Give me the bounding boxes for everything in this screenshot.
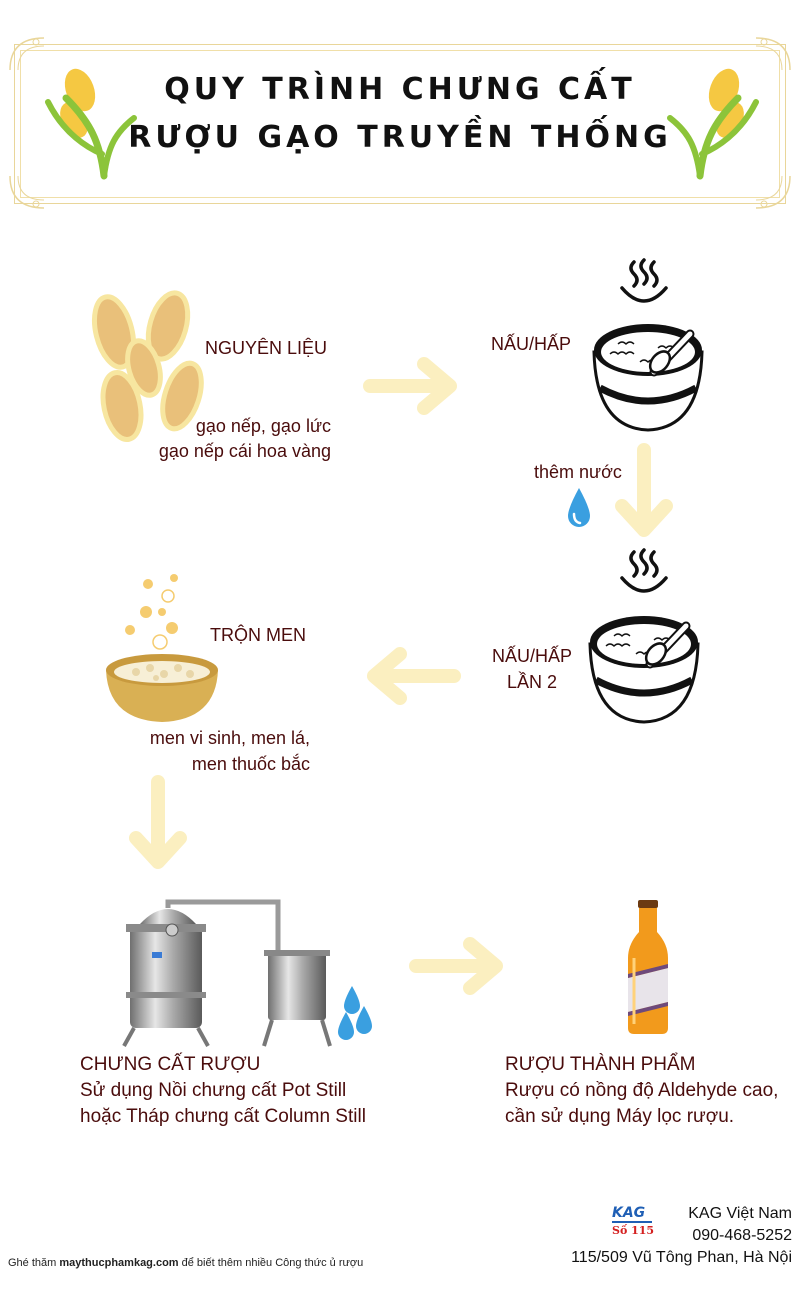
page-title-line-2: RƯỢU GẠO TRUYỀN THỐNG bbox=[128, 120, 672, 155]
pot-still-machine-image bbox=[122, 899, 332, 1047]
header-frame-outer bbox=[14, 44, 786, 204]
header-frame-inner bbox=[20, 50, 780, 198]
step-yeast-detail-1: men vi sinh, men lá, bbox=[149, 728, 310, 748]
corner-ornament-bottom-left bbox=[9, 175, 45, 209]
corner-ornament-top-right bbox=[755, 37, 791, 71]
page-title-line-1: QUY TRÌNH CHƯNG CẤT bbox=[164, 72, 636, 107]
footer-company: KAG Việt Nam bbox=[688, 1205, 792, 1222]
arrow-left-icon bbox=[367, 647, 461, 705]
arrow-down-icon-2 bbox=[129, 775, 187, 869]
arrow-right-icon-2 bbox=[409, 937, 503, 995]
rice-grains-icon bbox=[91, 290, 204, 442]
step-yeast-detail-2: men thuốc bắc bbox=[191, 754, 310, 774]
rice-pot-icon bbox=[592, 324, 704, 432]
yeast-bowl-icon bbox=[106, 574, 218, 722]
step-ingredients-title: NGUYÊN LIỆU bbox=[205, 338, 328, 358]
corner-ornament-bottom-right bbox=[755, 175, 791, 209]
arrow-right-icon bbox=[363, 357, 457, 415]
step-yeast-title: TRỘN MEN bbox=[210, 625, 306, 645]
step-distill-title: CHƯNG CẤT RƯỢU bbox=[80, 1054, 261, 1075]
footer-note: Ghé thăm maythucphamkag.com để biết thêm… bbox=[8, 1257, 363, 1269]
footer-phone: 090-468-5252 bbox=[692, 1227, 792, 1244]
step-distill-detail-2: hoặc Tháp chưng cất Column Still bbox=[80, 1106, 366, 1127]
water-drops-icon bbox=[338, 986, 372, 1040]
steam-icon bbox=[620, 258, 668, 303]
steam-icon-2 bbox=[620, 548, 668, 593]
kag-logo: KAG Số 115 bbox=[612, 1206, 656, 1238]
step-product-detail-2: cần sử dụng Máy lọc rượu. bbox=[505, 1106, 735, 1127]
kag-logo-sub: Số 115 bbox=[612, 1224, 655, 1237]
step-product-title: RƯỢU THÀNH PHẨM bbox=[505, 1054, 696, 1075]
arrow-down-icon bbox=[615, 443, 673, 537]
footer-site-link[interactable]: maythucphamkag.com bbox=[59, 1257, 179, 1269]
add-water-label: thêm nước bbox=[534, 462, 622, 482]
step-ingredients-detail-1: gạo nếp, gạo lức bbox=[195, 416, 331, 436]
wheat-icon-right bbox=[667, 68, 759, 180]
footer-note-suffix: để biết thêm nhiều Công thức ủ rượu bbox=[181, 1257, 364, 1269]
rice-pot-icon-2 bbox=[588, 616, 700, 724]
kag-logo-text: KAG bbox=[612, 1205, 646, 1221]
step-cook-2-title-2: LẦN 2 bbox=[506, 672, 558, 692]
water-drop-icon bbox=[568, 488, 590, 527]
step-cook-1-title: NẤU/HẤP bbox=[491, 334, 572, 354]
step-ingredients-detail-2: gạo nếp cái hoa vàng bbox=[158, 441, 331, 461]
bottle-icon bbox=[628, 900, 668, 1034]
corner-ornament-top-left bbox=[9, 37, 45, 71]
footer-note-prefix: Ghé thăm bbox=[8, 1257, 57, 1269]
footer-address: 115/509 Vũ Tông Phan, Hà Nội bbox=[571, 1249, 792, 1266]
step-cook-2-title-1: NẤU/HẤP bbox=[491, 646, 572, 666]
step-distill-detail-1: Sử dụng Nồi chưng cất Pot Still bbox=[80, 1080, 347, 1101]
step-product-detail-1: Rượu có nồng độ Aldehyde cao, bbox=[505, 1080, 779, 1101]
wheat-icon-left bbox=[45, 68, 137, 180]
